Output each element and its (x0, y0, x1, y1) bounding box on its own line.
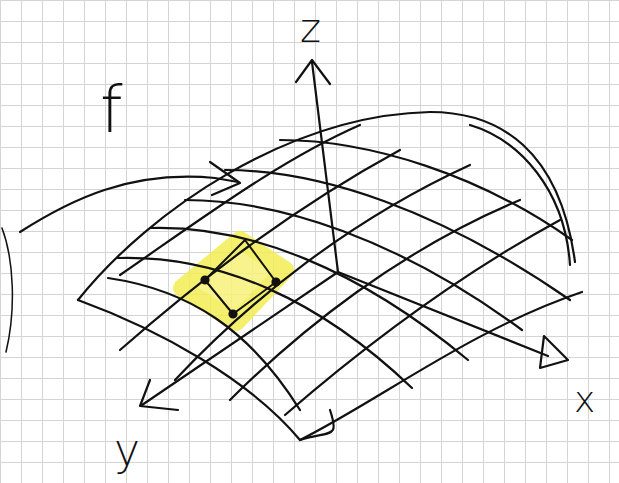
surface-grid (230, 200, 520, 400)
arrowhead (210, 162, 240, 195)
surface-grid (470, 125, 570, 265)
surface-grid (150, 228, 468, 360)
surface-grid (118, 258, 412, 388)
axis-label: z (300, 8, 321, 48)
point (230, 311, 237, 318)
surface-grid (285, 220, 560, 415)
axis-label: y (114, 428, 140, 472)
surface-grid (108, 278, 300, 410)
surface-grid (120, 125, 360, 275)
edge-mark (2, 228, 12, 352)
arrowhead (540, 336, 568, 368)
z-axis (312, 62, 338, 272)
surface-grid (185, 200, 522, 330)
arrowhead (140, 380, 178, 410)
map-arrow (20, 177, 238, 232)
arrowhead (296, 60, 330, 84)
highlight (182, 240, 285, 322)
surface-grid (175, 165, 470, 380)
point (202, 277, 209, 284)
surface-grid (225, 170, 570, 300)
function-label: f (100, 78, 123, 142)
x-axis (338, 272, 548, 356)
point (273, 279, 280, 286)
y-axis (142, 272, 338, 405)
surface-edge (78, 112, 575, 300)
surface-edge (78, 300, 334, 440)
surface-patch (205, 240, 276, 314)
axis-label: x (574, 382, 595, 418)
